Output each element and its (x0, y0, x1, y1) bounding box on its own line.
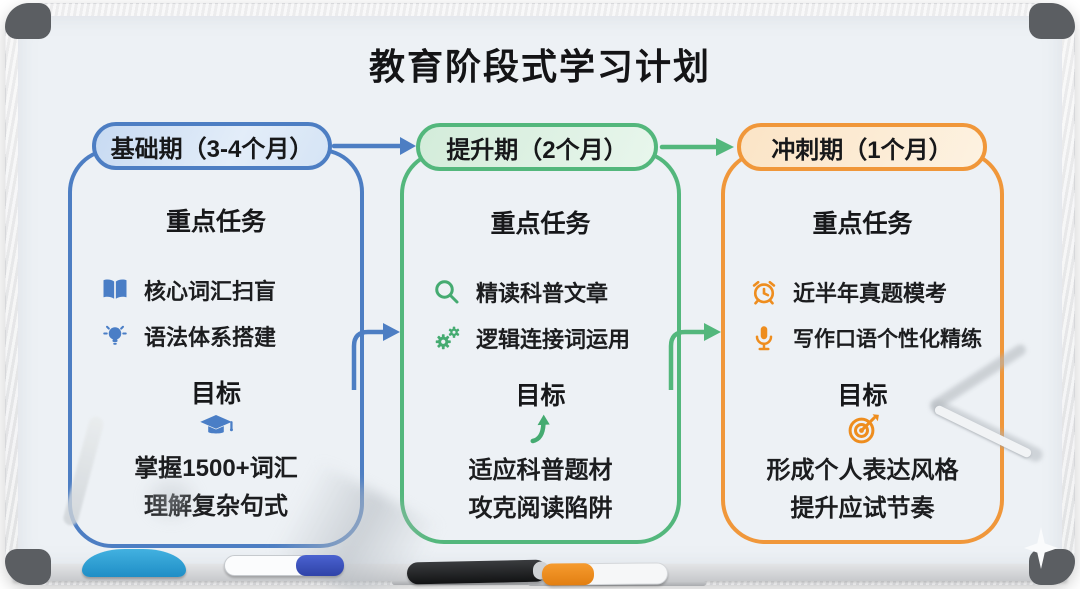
phase-pill-improvement: 提升期（2个月） (416, 123, 658, 171)
task-row: 逻辑连接词运用 (432, 319, 671, 357)
flow-arrow-mid-improvement-to-sprint (668, 323, 721, 390)
open-book-icon (100, 275, 130, 305)
goal-line: 理解复杂句式 (144, 493, 288, 520)
task-label: 逻辑连接词运用 (476, 327, 631, 352)
task-label: 语法体系搭建 (144, 325, 277, 350)
trend-up-arrow-icon (404, 410, 677, 448)
graduation-cap-icon (72, 408, 360, 446)
tasks-heading: 重点任务 (812, 210, 913, 238)
frame-corner-top-right (1029, 3, 1075, 39)
task-row: 近半年真题模考 (749, 273, 994, 311)
border-gap-foundation (350, 297, 358, 337)
whiteboard-frame (5, 3, 1075, 585)
phase-column-foundation: 重点任务 核心词汇扫盲 语法体系搭建 (68, 148, 364, 548)
task-label: 精读科普文章 (476, 281, 609, 306)
phase-column-sprint: 重点任务 近半年真题模考 写作口语个性化精练 目标 (721, 150, 1004, 544)
task-label: 核心词汇扫盲 (144, 279, 277, 304)
task-row: 精读科普文章 (432, 273, 671, 311)
magnifier-icon (432, 277, 462, 307)
page-title: 教育阶段式学习计划 (368, 46, 711, 87)
tasks-heading: 重点任务 (165, 208, 266, 236)
task-row: 核心词汇扫盲 (100, 271, 354, 309)
gears-icon (432, 323, 462, 353)
phase-column-improvement: 重点任务 精读科普文章 (400, 150, 681, 544)
goal-line: 适应科普题材 (468, 457, 613, 484)
goal-heading: 目标 (837, 382, 888, 410)
goal-heading: 目标 (190, 380, 241, 408)
marker-orange-cap (541, 562, 669, 586)
microphone-icon (749, 323, 779, 353)
task-label: 近半年真题模考 (793, 281, 948, 306)
lightbulb-icon (100, 321, 130, 351)
flow-arrow-top-improvement-to-sprint (659, 138, 734, 156)
task-row: 语法体系搭建 (100, 317, 354, 355)
goal-line: 掌握1500+词汇 (134, 455, 298, 482)
tasks-heading: 重点任务 (490, 210, 591, 238)
flow-arrow-top-foundation-to-improvement (331, 137, 416, 155)
frame-corner-bottom-right (1029, 549, 1075, 585)
marker-cap (541, 563, 595, 586)
goal-line: 攻克阅读陷阱 (468, 495, 613, 522)
goal-heading: 目标 (515, 382, 566, 410)
task-row: 写作口语个性化精练 (749, 319, 994, 357)
flow-arrow-mid-foundation-to-improvement (351, 323, 400, 390)
target-icon (725, 410, 1000, 448)
goal-line: 形成个人表达风格 (766, 457, 959, 484)
border-gap-improvement (667, 297, 675, 337)
task-label: 写作口语个性化精练 (793, 328, 982, 351)
marker-black (406, 559, 550, 585)
phase-pill-sprint: 冲刺期（1个月） (737, 123, 987, 171)
marker-blue-cap (224, 555, 344, 576)
marker-cap (296, 555, 344, 576)
frame-corner-bottom-left (5, 549, 51, 585)
phase-pill-foundation: 基础期（3-4个月） (92, 122, 332, 170)
alarm-clock-icon (749, 277, 779, 307)
frame-corner-top-left (5, 3, 51, 39)
goal-line: 提升应试节奏 (790, 495, 935, 522)
whiteboard-eraser (82, 549, 186, 577)
